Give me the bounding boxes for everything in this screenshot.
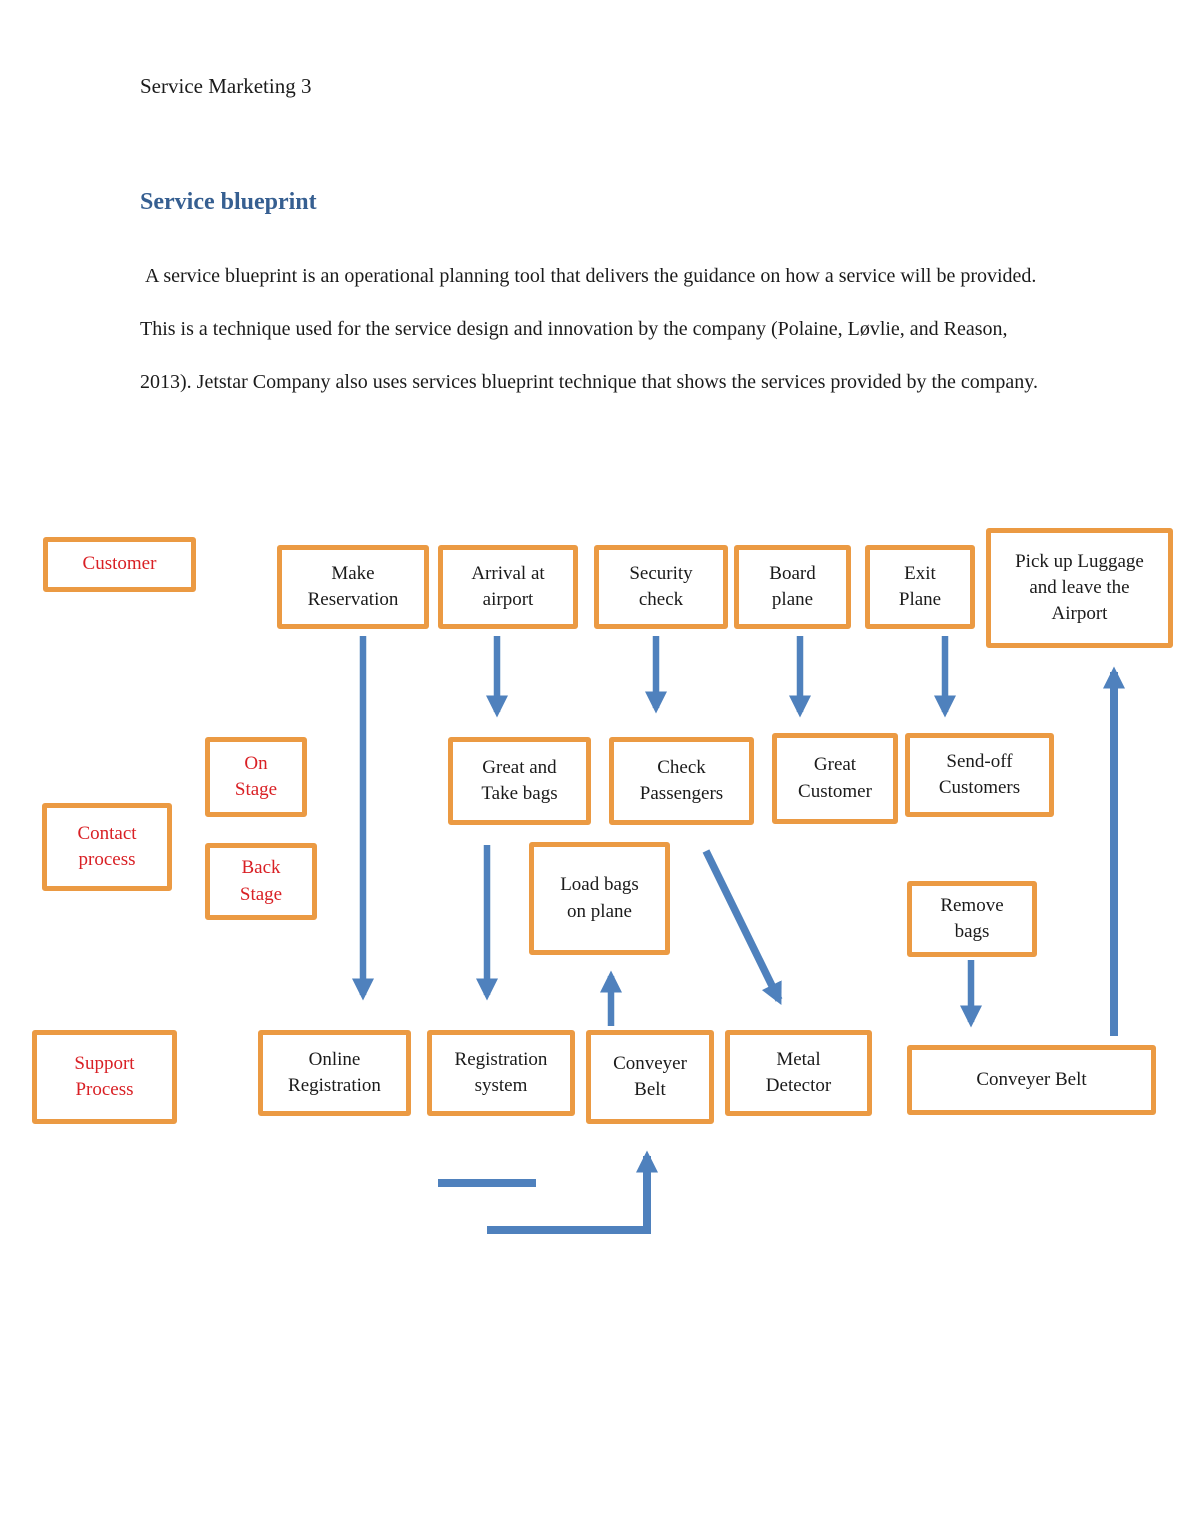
box-metal-detector: Metal Detector <box>725 1030 872 1116</box>
box-great-and-take-bags: Great and Take bags <box>448 737 591 825</box>
box-remove-bags: Remove bags <box>907 881 1037 957</box>
box-registration-system: Registration system <box>427 1030 575 1116</box>
box-exit-plane: Exit Plane <box>865 545 975 629</box>
box-load-bags-on-plane: Load bags on plane <box>529 842 670 955</box>
box-sendoff-customers: Send-off Customers <box>905 733 1054 817</box>
row-label-customer: Customer <box>43 537 196 592</box>
row-label-contact-process: Contact process <box>42 803 172 891</box>
box-security-check: Security check <box>594 545 728 629</box>
box-make-reservation: Make Reservation <box>277 545 429 629</box>
box-conveyer-belt-small: Conveyer Belt <box>586 1030 714 1124</box>
box-board-plane: Board plane <box>734 545 851 629</box>
arrow-elbow-to-conveyer-belt <box>487 1150 658 1234</box>
page-title: Service blueprint <box>140 189 317 215</box>
arrow-check-passengers-to-metal-detector <box>702 849 783 1005</box>
box-pickup-luggage: Pick up Luggage and leave the Airport <box>986 528 1173 648</box>
box-online-registration: Online Registration <box>258 1030 411 1116</box>
document-header: Service Marketing 3 <box>140 74 312 98</box>
box-arrival-at-airport: Arrival at airport <box>438 545 578 629</box>
box-great-customer: Great Customer <box>772 733 898 824</box>
row-label-support-process: Support Process <box>32 1030 177 1124</box>
box-check-passengers: Check Passengers <box>609 737 754 825</box>
row-label-on-stage: On Stage <box>205 737 307 817</box>
box-conveyer-belt-wide: Conveyer Belt <box>907 1045 1156 1115</box>
row-label-back-stage: Back Stage <box>205 843 317 920</box>
body-paragraph: A service blueprint is an operational pl… <box>140 265 1042 393</box>
